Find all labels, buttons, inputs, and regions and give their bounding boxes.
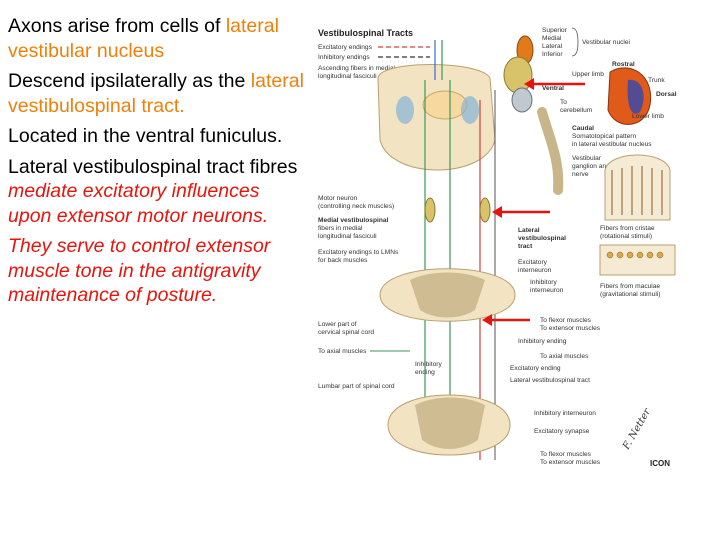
- excit-inter-label-2: interneuron: [518, 267, 552, 274]
- figure-title: Vestibulospinal Tracts: [318, 28, 413, 38]
- para-fibres: Lateral vestibulospinal tract fibres med…: [8, 155, 308, 229]
- somatotopic-label-1: Somatotopical pattern: [572, 133, 636, 140]
- excit-lmn-label-2: for back muscles: [318, 257, 368, 264]
- nucleus-medial: Medial: [542, 35, 562, 42]
- excit-syn-label: Excitatory synapse: [534, 428, 590, 435]
- inferior-nucleus: [511, 87, 533, 113]
- para-descend-text: Descend ipsilaterally as the: [8, 70, 251, 92]
- neck-motor-neuron-left: [424, 197, 436, 223]
- red-arrow-nucleus: [524, 78, 585, 90]
- lateral-vestibular-nucleus-highlight: lateral vestibular nucleus: [8, 15, 279, 62]
- mlf-right: [461, 96, 479, 124]
- ganglion-label-1: Vestibular: [572, 155, 602, 162]
- medial-tract-label-2: fibers in medial: [318, 225, 363, 232]
- para-origin: Axons arise from cells of lateral vestib…: [8, 14, 308, 63]
- medial-tract-label-3: longitudinal fasciculi: [318, 233, 377, 240]
- excit-inter-label-1: Excitatory: [518, 259, 548, 266]
- para-location: Located in the ventral funiculus.: [8, 125, 283, 147]
- crista-ampullaris: [604, 154, 671, 221]
- vestibulospinal-tracts-diagram: Vestibulospinal Tracts Excitatory ending…: [310, 20, 720, 480]
- inhib-inter-label-1: Inhibitory: [530, 279, 557, 286]
- legend-excitatory: Excitatory endings: [318, 44, 373, 51]
- caudal-label: Caudal: [572, 125, 594, 132]
- lateral-nucleus: [503, 56, 533, 94]
- to-flexor-label: To flexor muscles: [540, 317, 592, 324]
- to-cerebellum-1: To: [560, 99, 567, 106]
- legend-inhibitory: Inhibitory endings: [318, 54, 370, 61]
- ganglion-label-2: ganglion and: [572, 163, 610, 170]
- publisher-logo: ICON: [650, 459, 670, 468]
- para-origin-text: Axons arise from cells of: [8, 15, 226, 37]
- inhib-ending2-label-1: Inhibitory: [415, 361, 442, 368]
- dorsal-label: Dorsal: [656, 91, 677, 98]
- ganglion-label-3: nerve: [572, 171, 589, 178]
- trunk-label: Trunk: [648, 77, 665, 84]
- lower-limb-label: Lower limb: [632, 113, 664, 120]
- upper-limb-label: Upper limb: [572, 71, 604, 78]
- motor-neuron-label-2: (controlling neck muscles): [318, 203, 394, 210]
- excitatory-influence-highlight: mediate excitatory influences upon exten…: [8, 180, 269, 227]
- para-descend: Descend ipsilaterally as the lateral ves…: [8, 69, 308, 118]
- inhib-ending-label: Inhibitory ending: [518, 338, 567, 345]
- bullet-text-column: Axons arise from cells of lateral vestib…: [8, 14, 308, 314]
- lumbar-gray-matter: [415, 397, 485, 449]
- lateral-tract-label-1: Lateral: [518, 227, 540, 234]
- lateral-tract-label-3: tract: [518, 243, 533, 250]
- inhib-inter-label-2: interneuron: [530, 287, 564, 294]
- medial-tract-label-1: Medial vestibulospinal: [318, 217, 389, 224]
- inhib-ending2-label-2: ending: [415, 369, 435, 376]
- nucleus-inferior: Inferior: [542, 51, 563, 58]
- to-axial-right: To axial muscles: [540, 353, 589, 360]
- macula: [599, 244, 676, 276]
- mlf-left: [396, 96, 414, 124]
- red-arrow-neck: [492, 206, 550, 218]
- excit-lmn-label-1: Excitatory endings to LMNs: [318, 249, 399, 256]
- lower-cervical-label-1: Lower part of: [318, 321, 357, 328]
- motor-neuron-label-1: Motor neuron: [318, 195, 358, 202]
- to-extensor-label-2: To extensor muscles: [540, 459, 601, 466]
- crista-hair-cells: [611, 166, 663, 215]
- to-extensor-label: To extensor muscles: [540, 325, 601, 332]
- maculae-label-1: Fibers from maculae: [600, 283, 660, 290]
- para-fibres-text: Lateral vestibulospinal tract fibres: [8, 155, 298, 178]
- dorsal-region: [627, 79, 644, 114]
- lumbar-label: Lumbar part of spinal cord: [318, 383, 395, 390]
- inhib-inter2-label: Inhibitory interneuron: [534, 410, 596, 417]
- inferior-olive: [422, 90, 468, 120]
- para-function: They serve to control extensor muscle to…: [8, 235, 271, 306]
- cervical-gray-matter: [410, 272, 485, 318]
- lateral-tract-label-2: vestibulospinal: [518, 235, 566, 242]
- ascending-fibers-label-1: Ascending fibers in medial: [318, 65, 396, 72]
- nucleus-lateral: Lateral: [542, 43, 563, 50]
- cristae-label-1: Fibers from cristae: [600, 225, 655, 232]
- vestibular-nuclei-label: Vestibular nuclei: [582, 39, 631, 46]
- ascending-fibers-label-2: longitudinal fasciculi: [318, 73, 377, 80]
- rostral-label: Rostral: [612, 61, 635, 68]
- to-cerebellum-2: cerebellum: [560, 107, 593, 114]
- lat-tract2-label: Lateral vestibulospinal tract: [510, 377, 590, 384]
- cristae-label-2: (rotational stimuli): [600, 233, 652, 240]
- to-axial-left: To axial muscles: [318, 348, 367, 355]
- lower-cervical-label-2: cervical spinal cord: [318, 329, 374, 336]
- ventral-label: Ventral: [542, 85, 564, 92]
- red-arrow-cervical: [482, 314, 530, 326]
- nucleus-superior: Superior: [542, 27, 568, 34]
- neck-motor-neuron-right: [479, 197, 491, 223]
- somatotopic-label-2: in lateral vestibular nucleus: [572, 141, 652, 148]
- excit-ending-label: Excitatory ending: [510, 365, 561, 372]
- macula-otoliths: [606, 251, 664, 259]
- maculae-label-2: (gravitational stimuli): [600, 291, 660, 298]
- lateral-vestibulospinal-tract-highlight: lateral vestibulospinal tract.: [8, 70, 304, 117]
- to-flexor-label-2: To flexor muscles: [540, 451, 592, 458]
